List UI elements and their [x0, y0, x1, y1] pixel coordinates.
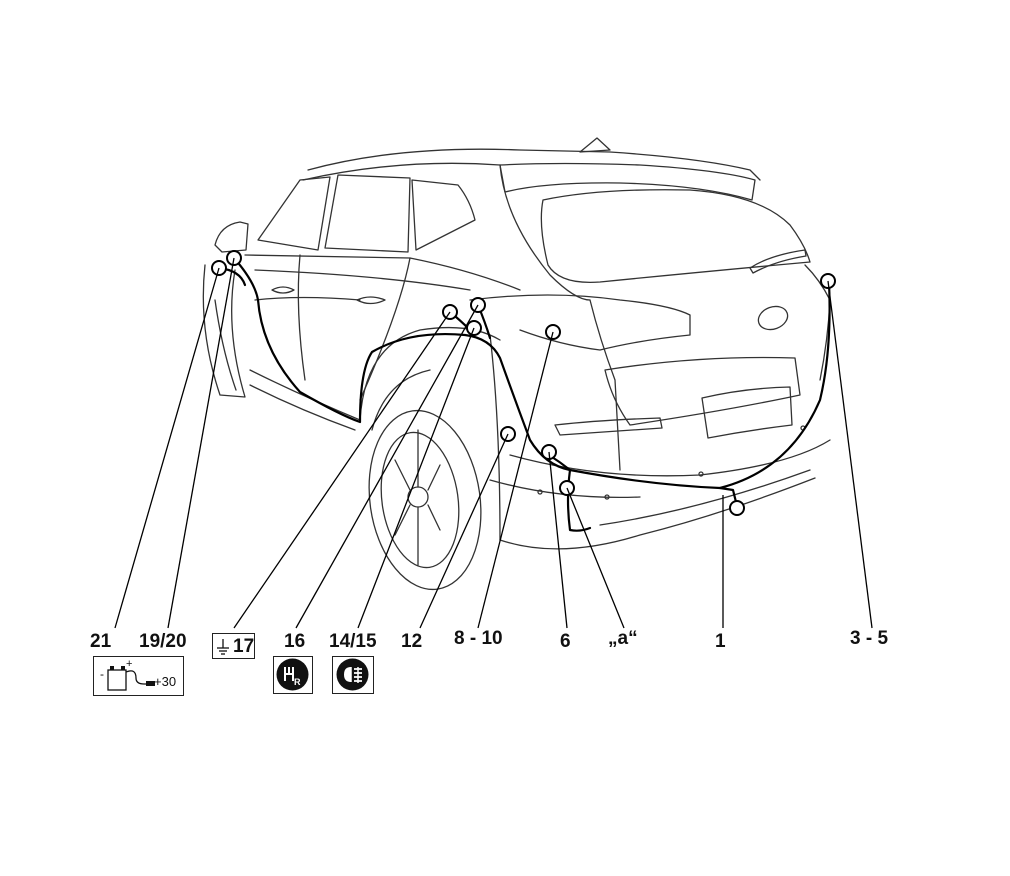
callout-3-5: 3 - 5 — [850, 628, 889, 649]
reverse-light-box: R — [273, 656, 313, 694]
reverse-light-icon: R — [276, 658, 309, 691]
car-outline — [202, 137, 831, 591]
ground-icon — [217, 639, 229, 655]
callout-12: 12 — [401, 631, 423, 652]
svg-text:R: R — [294, 677, 301, 687]
callout-8-10: 8 - 10 — [454, 628, 503, 649]
svg-text:+: + — [126, 658, 132, 670]
wiring-harness — [216, 256, 831, 532]
battery-30-label: +30 — [154, 674, 177, 689]
battery-icon: - + — [100, 658, 155, 691]
callout-a: „a“ — [608, 628, 638, 649]
callout-14-15: 14/15 — [329, 631, 377, 652]
rear-fog-light-icon — [336, 658, 369, 691]
connector-1 — [729, 500, 745, 516]
callout-6: 6 — [560, 631, 571, 652]
leader-lines — [114, 257, 873, 629]
connector-points — [211, 250, 836, 516]
battery-label-box: - + +30 — [93, 656, 184, 696]
rear-fog-light-box — [332, 656, 374, 694]
ground-label-box: 17 — [212, 633, 255, 659]
callout-17: 17 — [233, 636, 255, 657]
callout-1: 1 — [715, 631, 726, 652]
callout-16: 16 — [284, 631, 306, 652]
callout-21: 21 — [90, 631, 112, 652]
svg-text:-: - — [100, 667, 104, 681]
callout-19-20: 19/20 — [139, 631, 187, 652]
